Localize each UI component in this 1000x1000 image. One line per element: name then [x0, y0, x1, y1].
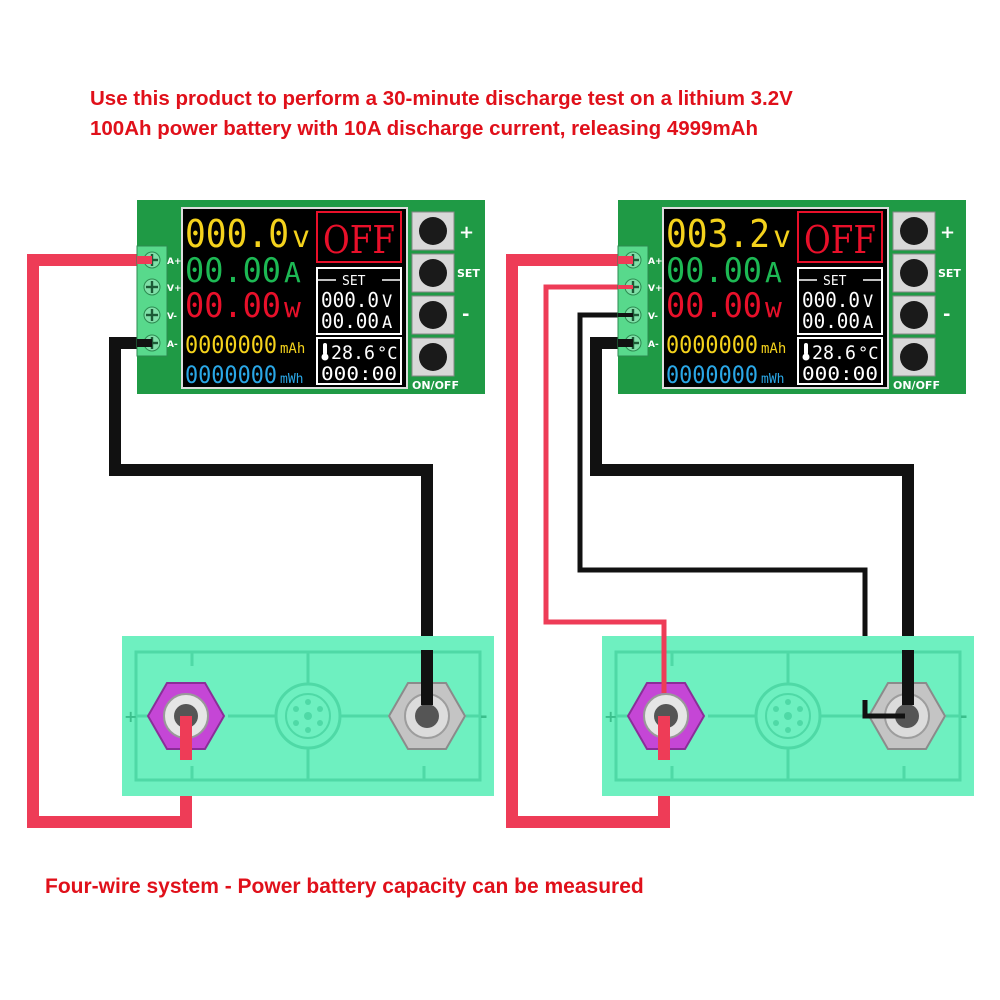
right-set-box	[797, 267, 883, 335]
left-voltage-value: 000.0	[185, 212, 289, 256]
left-capacity-value: 0000000	[185, 331, 277, 359]
right-terminal-label-a-minus: A-	[648, 340, 659, 350]
left-label-plus: +	[459, 222, 474, 243]
left-energy-value: 0000000	[185, 361, 277, 389]
right-label-set: SET	[938, 267, 961, 280]
left-voltage-unit: v	[292, 220, 310, 255]
right-capacity-unit: mAh	[761, 341, 786, 357]
right-state-text: OFF	[804, 218, 876, 262]
right-button-power[interactable]	[892, 337, 936, 377]
right-current-value: 00.00	[666, 251, 762, 291]
left-current-unit: A	[284, 256, 301, 289]
right-terminal-label-v-plus: V+	[648, 284, 663, 294]
left-temperature-unit: °C	[377, 344, 397, 364]
right-voltage-unit: v	[773, 220, 791, 255]
left-temp-time-box	[316, 337, 402, 385]
right-meter-board: A+ V+ V- A- 003.2 v 00.00 A 00.00 w 0000…	[617, 200, 966, 394]
right-thermometer-icon	[802, 343, 810, 361]
right-label-plus: +	[940, 222, 955, 243]
right-energy-value: 0000000	[666, 361, 758, 389]
right-battery-plus-sign: +	[604, 707, 617, 726]
right-temperature-unit: °C	[858, 344, 878, 364]
left-label-set: SET	[457, 267, 480, 280]
left-state-box	[316, 211, 402, 263]
right-energy-unit: mWh	[761, 372, 784, 387]
left-black-current-wire	[109, 337, 433, 700]
right-power-unit: w	[765, 291, 782, 324]
left-set-current-unit: A	[382, 313, 392, 333]
left-set-current-value: 00.00	[321, 309, 379, 333]
left-button-minus[interactable]	[411, 295, 455, 335]
right-set-voltage-value: 000.0	[802, 288, 860, 312]
right-battery-vent	[754, 682, 822, 750]
right-temperature-value: 28.6	[812, 342, 856, 364]
right-terminal-label-v-minus: V-	[648, 312, 658, 322]
left-button-power[interactable]	[411, 337, 455, 377]
left-meter-board: A+ V+ V- A- 000.0 v 00.00 A 00.00 w 0000…	[136, 200, 485, 394]
left-set-box	[316, 267, 402, 335]
left-battery: + -	[122, 636, 494, 796]
right-power-value: 00.00	[666, 286, 762, 326]
left-terminal-label-a-minus: A-	[167, 340, 178, 350]
left-energy-unit: mWh	[280, 372, 303, 387]
left-negative-terminal	[387, 682, 467, 750]
right-current-unit: A	[765, 256, 782, 289]
left-lcd-screen	[181, 207, 408, 389]
left-temperature-value: 28.6	[331, 342, 375, 364]
right-temp-time-box	[797, 337, 883, 385]
right-battery: + -	[602, 636, 974, 796]
right-button-minus[interactable]	[892, 295, 936, 335]
left-timer-value: 000:00	[321, 363, 397, 385]
right-lcd-screen	[662, 207, 889, 389]
left-current-value: 00.00	[185, 251, 281, 291]
left-power-unit: w	[284, 291, 301, 324]
left-power-value: 00.00	[185, 286, 281, 326]
right-label-minus: -	[943, 304, 950, 325]
right-black-current-wire	[590, 337, 914, 700]
footnote-text: Four-wire system - Power battery capacit…	[45, 875, 644, 898]
right-negative-terminal	[867, 682, 947, 750]
left-terminal-label-a-plus: A+	[167, 257, 182, 267]
left-label-minus: -	[462, 304, 469, 325]
right-capacity-value: 0000000	[666, 331, 758, 359]
left-set-title: SET	[342, 274, 366, 289]
left-button-plus[interactable]	[411, 211, 455, 251]
right-label-power: ON/OFF	[893, 379, 940, 392]
left-thermometer-icon	[321, 343, 329, 361]
left-label-power: ON/OFF	[412, 379, 459, 392]
left-battery-plus-sign: +	[124, 707, 137, 726]
left-battery-minus-sign: -	[480, 706, 487, 727]
left-set-voltage-unit: V	[382, 292, 392, 312]
right-button-set[interactable]	[892, 253, 936, 293]
headline-text: Use this product to perform a 30-minute …	[90, 84, 970, 144]
right-set-voltage-unit: V	[863, 292, 873, 312]
right-terminal-label-a-plus: A+	[648, 257, 663, 267]
left-button-set[interactable]	[411, 253, 455, 293]
right-timer-value: 000:00	[802, 363, 878, 385]
right-battery-minus-sign: -	[960, 706, 967, 727]
left-terminal-label-v-minus: V-	[167, 312, 177, 322]
right-state-box	[797, 211, 883, 263]
headline-line-2: 100Ah power battery with 10A discharge c…	[90, 117, 759, 140]
right-set-current-value: 00.00	[802, 309, 860, 333]
right-button-plus[interactable]	[892, 211, 936, 251]
left-capacity-unit: mAh	[280, 341, 305, 357]
right-set-title: SET	[823, 274, 847, 289]
left-terminal-label-v-plus: V+	[167, 284, 182, 294]
left-set-voltage-value: 000.0	[321, 288, 379, 312]
left-state-text: OFF	[323, 218, 395, 262]
right-voltage-value: 003.2	[666, 212, 770, 256]
right-set-current-unit: A	[863, 313, 873, 333]
headline-line-1: Use this product to perform a 30-minute …	[90, 87, 793, 110]
left-battery-vent	[274, 682, 342, 750]
